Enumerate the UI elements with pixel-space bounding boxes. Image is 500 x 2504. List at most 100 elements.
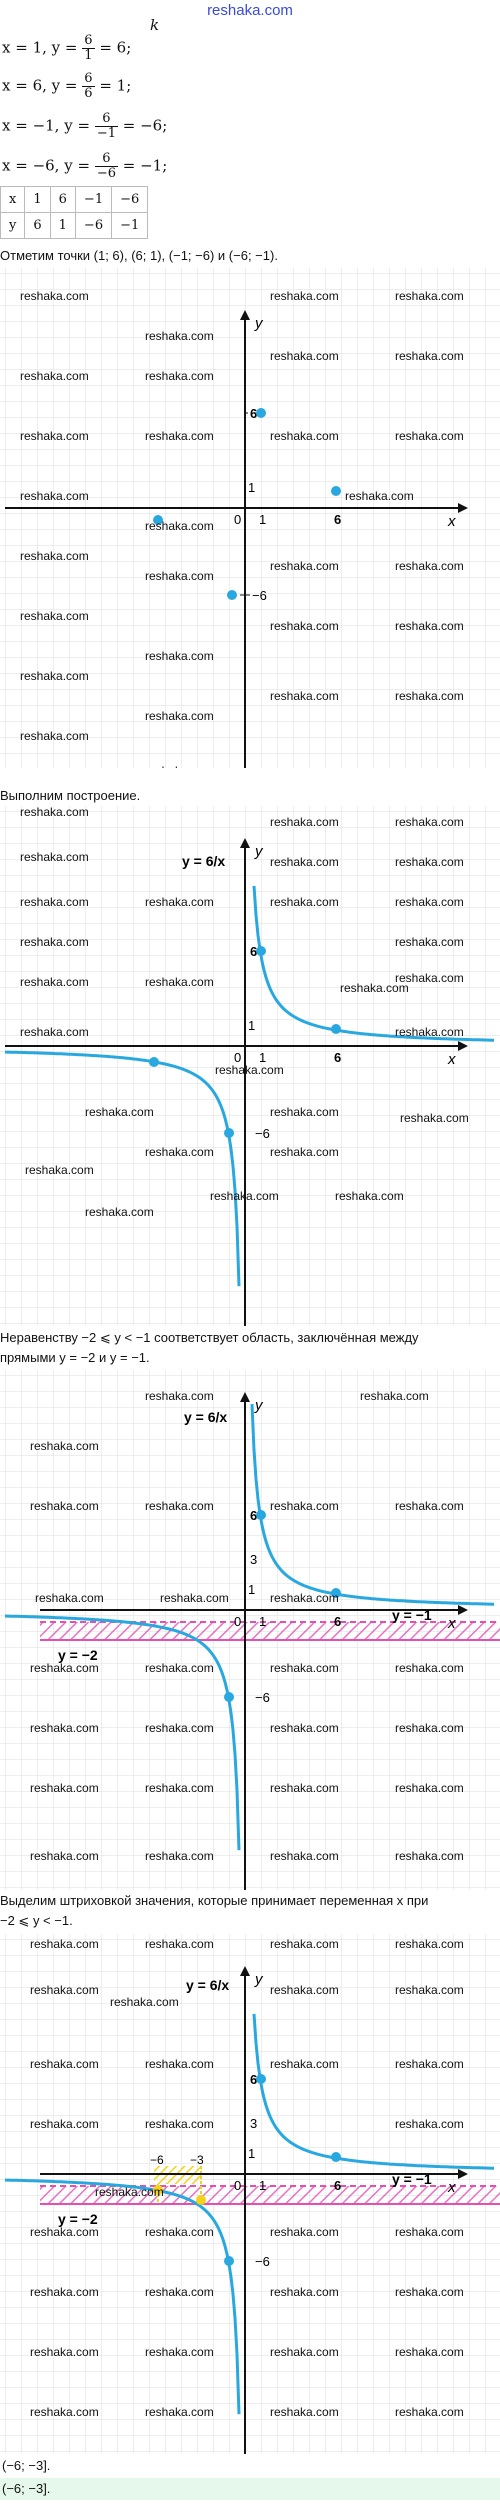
x-axis-arrow [458,503,468,513]
svg-text:reshaka.com: reshaka.com [30,1439,99,1453]
svg-text:reshaka.com: reshaka.com [30,1781,99,1795]
svg-text:reshaka.com: reshaka.com [270,2057,339,2071]
table-cell: −6 [111,186,149,213]
tick-x-1: 1 [259,512,266,527]
svg-text:reshaka.com: reshaka.com [270,2285,339,2299]
svg-text:reshaka.com: reshaka.com [270,1105,339,1119]
svg-text:reshaka.com: reshaka.com [20,549,89,563]
graph-hyperbola-panel: x y y = 6/x 0 1 6 1 6 −6 reshaka.com res… [0,805,500,1326]
tick-y-neg6: −6 [252,588,267,603]
tick-y-1: 1 [248,2146,255,2161]
tick-y-3: 3 [250,1552,257,1567]
tick-x-6: 6 [334,1614,341,1629]
line-neg1-label: y = −1 [392,2171,432,2187]
svg-text:reshaka.com: reshaka.com [30,2225,99,2239]
tick-x-neg3: −3 [190,2153,204,2167]
svg-text:reshaka.com: reshaka.com [340,981,409,995]
svg-text:reshaka.com: reshaka.com [270,349,339,363]
point-6-1 [331,2152,341,2162]
svg-text:reshaka.com: reshaka.com [30,1721,99,1735]
svg-text:reshaka.com: reshaka.com [145,649,214,663]
point-neg6-neg1 [153,2185,163,2195]
svg-text:reshaka.com: reshaka.com [270,815,339,829]
svg-text:reshaka.com: reshaka.com [20,289,89,303]
hyperbola-branch-negative [4,2178,241,2415]
svg-text:reshaka.com: reshaka.com [395,1983,464,1997]
watermarks: reshaka.com reshaka.com reshaka.com reshak… [20,289,464,778]
curve-label: y = 6/x [182,853,225,869]
svg-text:reshaka.com: reshaka.com [20,895,89,909]
point-neg6-neg1 [153,515,163,525]
site-header-link[interactable]: reshaka.com [207,2,293,19]
values-table: x 1 6 −1 −6 y 6 1 −6 −1 [0,186,149,239]
tick-y-6: 6 [250,944,257,959]
graph-interval-panel: x y y = 6/x y = −1 y = −2 −6 −3 0 1 6 1 … [0,1934,500,2454]
svg-text:reshaka.com: reshaka.com [270,619,339,633]
y-axis-label: y [254,843,264,860]
graph-interval: x y y = 6/x y = −1 y = −2 −6 −3 0 1 6 1 … [0,1934,500,2454]
point-6-1 [331,1588,341,1598]
svg-text:reshaka.com: reshaka.com [395,1849,464,1863]
point-1-6 [256,1510,266,1520]
svg-text:reshaka.com: reshaka.com [395,2057,464,2071]
watermarks: reshaka.com reshaka.com reshaka.com resha… [20,805,469,1219]
y-axis-arrow [240,1966,250,1976]
svg-text:reshaka.com: reshaka.com [20,729,89,743]
origin-label: 0 [234,2178,241,2193]
table-cell: 6 [49,186,76,213]
svg-text:reshaka.com: reshaka.com [30,2285,99,2299]
hyperbola-branch-positive [250,1404,494,1606]
svg-text:reshaka.com: reshaka.com [270,1661,339,1675]
svg-text:reshaka.com: reshaka.com [270,1591,339,1605]
hyperbola-branch-positive [252,2013,494,2170]
table-cell: −6 [74,212,113,239]
svg-text:reshaka.com: reshaka.com [20,975,89,989]
table-row: x 1 6 −1 −6 [0,186,149,213]
svg-text:reshaka.com: reshaka.com [160,1591,229,1605]
svg-text:reshaka.com: reshaka.com [270,1781,339,1795]
svg-text:reshaka.com: reshaka.com [145,2225,214,2239]
origin-label: 0 [234,1050,241,1065]
svg-text:reshaka.com: reshaka.com [395,1661,464,1675]
point-neg1-neg6 [227,590,237,600]
svg-text:reshaka.com: reshaka.com [145,569,214,583]
svg-text:reshaka.com: reshaka.com [395,855,464,869]
equation-3: x = −1, y = 6−1 = −6; [2,111,168,141]
tick-x-neg6: −6 [150,2153,164,2167]
svg-text:reshaka.com: reshaka.com [20,850,89,864]
tick-x-6: 6 [334,1050,341,1065]
svg-text:reshaka.com: reshaka.com [145,1661,214,1675]
svg-text:reshaka.com: reshaka.com [145,2117,214,2131]
point-1-6 [256,2074,266,2084]
svg-text:reshaka.com: reshaka.com [30,1983,99,1997]
svg-text:reshaka.com: reshaka.com [270,559,339,573]
svg-text:reshaka.com: reshaka.com [30,1849,99,1863]
tick-y-1: 1 [248,1582,255,1597]
svg-text:reshaka.com: reshaka.com [30,2405,99,2419]
svg-text:reshaka.com: reshaka.com [20,609,89,623]
svg-text:reshaka.com: reshaka.com [395,1721,464,1735]
svg-text:reshaka.com: reshaka.com [110,1995,179,2009]
answer-box: (−6; −3]. [0,2478,500,2500]
x-axis-label: x [447,1051,456,1068]
svg-text:reshaka.com: reshaka.com [395,1781,464,1795]
table-cell: 1 [24,186,51,213]
line-neg2-label: y = −2 [58,1647,98,1663]
table-cell: x [0,186,26,213]
watermarks: reshaka.com reshaka.com reshaka.com resha… [30,1389,464,1863]
text-hatch-2: −2 ⩽ y < −1. [0,1913,73,1928]
svg-text:reshaka.com: reshaka.com [145,519,214,533]
x-axis-arrow [458,1041,468,1051]
y-axis-label: y [254,315,264,332]
text-inequality-2: прямыми y = −2 и y = −1. [0,1350,150,1365]
svg-text:reshaka.com: reshaka.com [145,1849,214,1863]
tick-y-1: 1 [248,480,255,495]
point-neg1-neg6 [224,1128,234,1138]
table-cell: −1 [111,212,149,239]
tick-y-neg6: −6 [255,1690,270,1705]
text-mark-points: Отметим точки (1; 6), (6; 1), (−1; −6) и… [0,248,278,263]
svg-text:reshaka.com: reshaka.com [395,2225,464,2239]
svg-text:reshaka.com: reshaka.com [395,2117,464,2131]
svg-text:reshaka.com: reshaka.com [20,1025,89,1039]
